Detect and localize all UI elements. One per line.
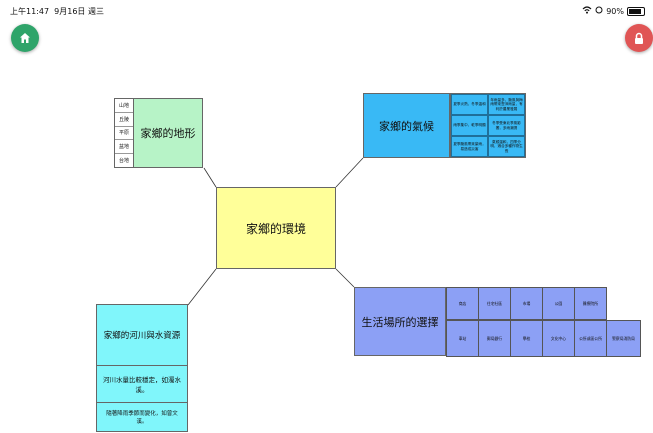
river-node-label: 家鄉的河川與水資源: [103, 331, 181, 341]
life-node[interactable]: 生活場所的選擇: [354, 287, 446, 356]
river-item-label: 河川水量比較穩定，如濁水溪。: [103, 376, 181, 394]
connector-life: [335, 268, 355, 288]
life-cell[interactable]: 郵局銀行: [478, 320, 511, 357]
terrain-list: 山地 丘陵 平原 盆地 台地: [114, 98, 134, 168]
battery-percent: 90%: [606, 6, 624, 16]
connector-climate: [335, 157, 364, 188]
climate-node[interactable]: 家鄉的氣候: [363, 93, 450, 158]
life-cell[interactable]: 公園: [542, 287, 575, 320]
river-item-label: 隨著降雨季節而變化，如曾文溪。: [106, 411, 178, 425]
climate-cell[interactable]: 夏季炎熱，冬季溫和: [451, 94, 488, 115]
life-node-label: 生活場所的選擇: [361, 315, 439, 329]
terrain-item[interactable]: 丘陵: [115, 113, 133, 127]
center-node-label: 家鄉的環境: [245, 221, 306, 236]
life-cell[interactable]: 公所或區公所: [574, 320, 607, 357]
terrain-item[interactable]: 台地: [118, 158, 129, 165]
home-button[interactable]: [11, 24, 39, 52]
lock-icon: [635, 32, 643, 44]
center-node[interactable]: 家鄉的環境: [216, 187, 336, 269]
climate-cell[interactable]: 雨季集中，乾季明顯: [451, 115, 488, 136]
terrain-node[interactable]: 家鄉的地形: [133, 98, 203, 168]
life-cell[interactable]: 學校: [510, 320, 543, 357]
river-item[interactable]: 隨著降雨季節而變化，如曾文溪。: [96, 402, 188, 432]
river-node-group: 家鄉的河川與水資源 河川水量比較穩定，如濁水溪。 隨著降雨季節而變化，如曾文溪。: [96, 304, 188, 433]
life-cell[interactable]: 市場: [510, 287, 543, 320]
climate-cell[interactable]: 氣候溫和，四季分明，適合多種作物生長: [488, 136, 525, 157]
life-cell[interactable]: 車站: [446, 320, 479, 357]
river-node[interactable]: 家鄉的河川與水資源: [96, 304, 188, 366]
life-cell[interactable]: 住宅社區: [478, 287, 511, 320]
wifi-icon: [582, 6, 592, 16]
climate-node-label: 家鄉的氣候: [379, 119, 434, 133]
terrain-node-label: 家鄉的地形: [140, 127, 196, 140]
life-cell[interactable]: 文化中心: [542, 320, 575, 357]
climate-cell[interactable]: 冬季受東北季風影響，多雨潮濕: [488, 115, 525, 136]
home-icon: [20, 33, 30, 43]
status-time-date: 上午11:47 9月16日 週三: [10, 6, 104, 17]
status-date: 9月16日 週三: [54, 7, 104, 16]
life-cell[interactable]: 警察局消防局: [606, 320, 641, 357]
life-cell[interactable]: 醫療院所: [574, 287, 607, 320]
life-cell[interactable]: 商店: [446, 287, 479, 320]
climate-cell[interactable]: 年雨量多，颱風與梅雨帶來豐沛雨量，有利於農業發展: [488, 94, 525, 115]
status-indicators: 90%: [582, 6, 645, 16]
terrain-item[interactable]: 平原: [115, 127, 133, 141]
status-time: 上午11:47: [10, 7, 50, 16]
connector-terrain: [203, 167, 217, 188]
terrain-item[interactable]: 盆地: [115, 140, 133, 155]
battery-icon: [627, 6, 645, 16]
connector-river: [187, 268, 217, 306]
climate-cell[interactable]: 夏季颱風帶來豪雨，易造成災害: [451, 136, 488, 157]
climate-details: 夏季炎熱，冬季溫和 年雨量多，颱風與梅雨帶來豐沛雨量，有利於農業發展 雨季集中，…: [450, 93, 526, 158]
lock-button[interactable]: [625, 24, 653, 52]
terrain-item[interactable]: 山地: [115, 99, 133, 113]
orientation-lock-icon: [595, 6, 603, 16]
river-item[interactable]: 河川水量比較穩定，如濁水溪。: [96, 365, 188, 403]
